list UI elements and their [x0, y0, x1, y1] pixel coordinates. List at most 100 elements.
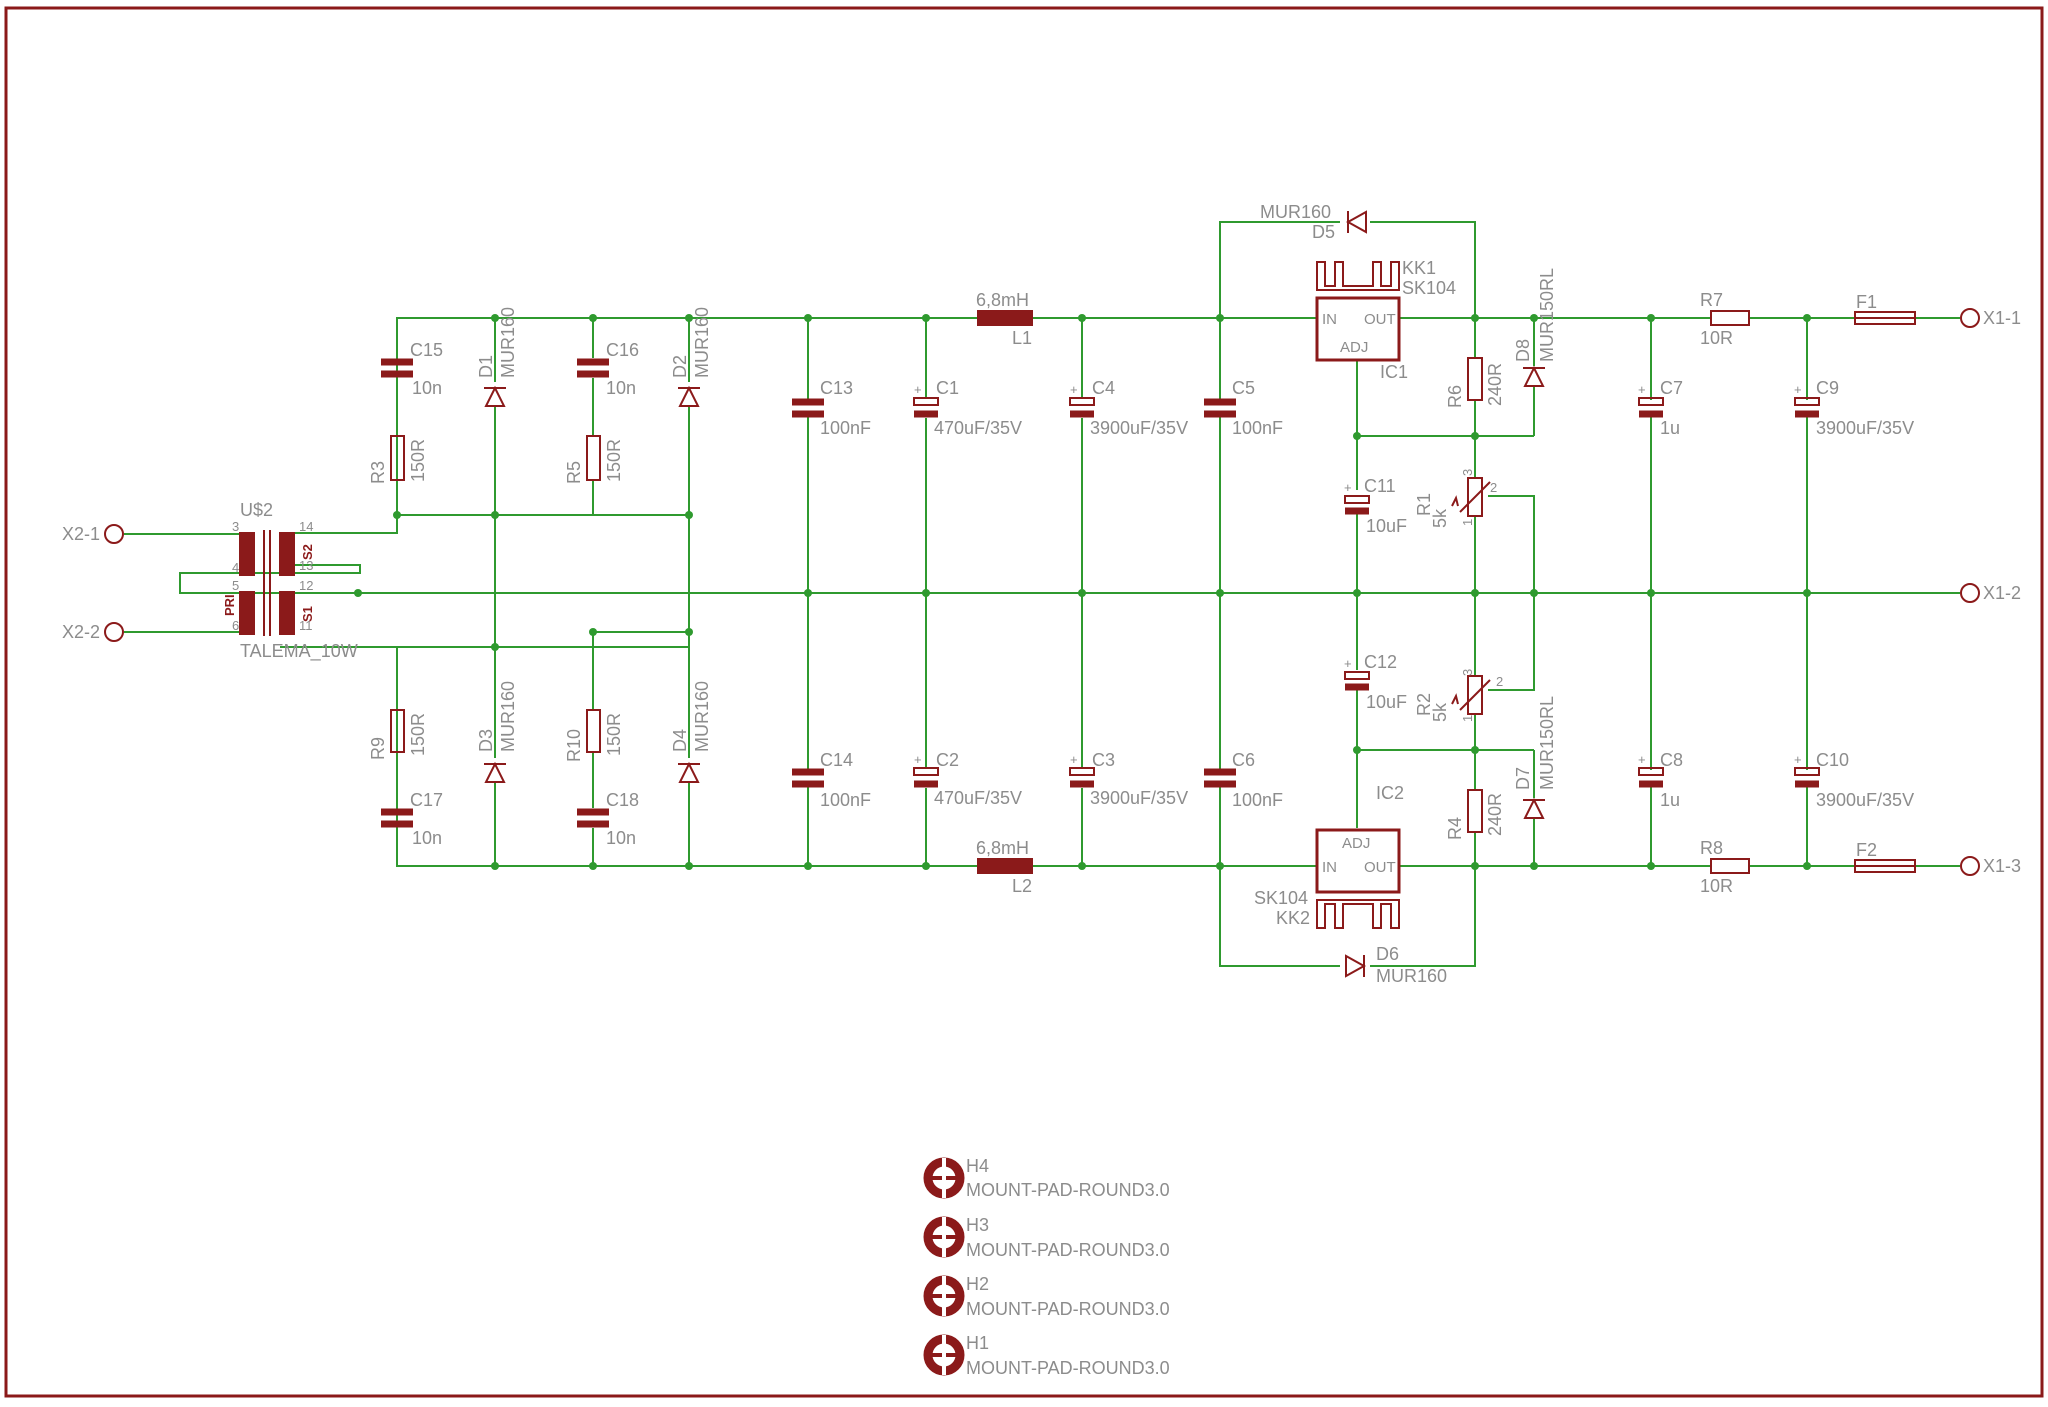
- regulator-ic1[interactable]: IN OUT ADJ IC1: [1315, 261, 1408, 382]
- inductor-l1[interactable]: 6,8mH L1: [976, 290, 1033, 348]
- component-value: 10R: [1700, 876, 1733, 896]
- resistor-r6[interactable]: R6 240R: [1445, 357, 1505, 408]
- component-ref: C17: [410, 790, 443, 810]
- component-ref: C1: [936, 378, 959, 398]
- fuse-f1[interactable]: F1: [1854, 292, 1916, 325]
- fuse-f2[interactable]: F2: [1854, 840, 1916, 873]
- pin-label: 1: [1460, 715, 1475, 722]
- connector-label: X1-1: [1983, 308, 2021, 328]
- component-value: 100nF: [820, 418, 871, 438]
- pin-label: IN: [1322, 311, 1337, 328]
- winding-label: S2: [300, 544, 315, 560]
- pin-label: 2: [1490, 480, 1497, 495]
- potentiometer-r2[interactable]: R2 5k 2 3 1: [1414, 669, 1503, 722]
- transformer-value: TALEMA_10W: [240, 641, 358, 662]
- capacitor-c17[interactable]: C17 10n: [381, 790, 443, 848]
- component-value: 470uF/35V: [934, 418, 1022, 438]
- capacitor-c12[interactable]: + C12 10uF: [1344, 652, 1407, 712]
- pin-label: 5: [232, 578, 239, 593]
- mount-pad-h3[interactable]: H3 MOUNT-PAD-ROUND3.0: [923, 1215, 1170, 1260]
- component-ref: R9: [368, 737, 388, 760]
- resistor-r10[interactable]: R10 150R: [564, 709, 624, 762]
- component-ref: R10: [564, 729, 584, 762]
- capacitor-c7[interactable]: + C7 1u: [1638, 378, 1683, 438]
- mount-pad-h4[interactable]: H4 MOUNT-PAD-ROUND3.0: [923, 1156, 1170, 1200]
- capacitor-c18[interactable]: C18 10n: [577, 790, 639, 848]
- capacitor-c4[interactable]: + C4 3900uF/35V: [1069, 378, 1188, 438]
- mount-pad-h1[interactable]: H1 MOUNT-PAD-ROUND3.0: [923, 1333, 1170, 1378]
- connector-x1-2[interactable]: X1-2: [1960, 583, 2021, 603]
- diode-d3[interactable]: D3 MUR160: [476, 681, 518, 783]
- mount-pad-h2[interactable]: H2 MOUNT-PAD-ROUND3.0: [923, 1274, 1170, 1319]
- capacitor-c6[interactable]: C6 100nF: [1204, 750, 1283, 810]
- capacitor-c13[interactable]: C13 100nF: [792, 378, 871, 438]
- capacitor-c15[interactable]: C15 10n: [381, 340, 443, 398]
- capacitor-c3[interactable]: + C3 3900uF/35V: [1069, 750, 1188, 808]
- component-ref: H1: [966, 1333, 989, 1353]
- diode-d2[interactable]: D2 MUR160: [670, 307, 712, 407]
- component-value: MUR150RL: [1537, 696, 1557, 790]
- transformer-u2[interactable]: U$2 TALEMA_10W 3 4 5 6 14 13 12 11 PRI S…: [222, 500, 358, 662]
- component-value: 10n: [606, 828, 636, 848]
- component-value: 150R: [408, 439, 428, 482]
- resistor-r4[interactable]: R4 240R: [1445, 789, 1505, 840]
- component-ref: H4: [966, 1156, 989, 1176]
- connector-x2-1[interactable]: X2-1: [62, 524, 124, 544]
- component-ref: D3: [476, 729, 496, 752]
- resistor-r9[interactable]: R9 150R: [368, 709, 428, 760]
- component-value: 3900uF/35V: [1816, 790, 1914, 810]
- diode-d1[interactable]: D1 MUR160: [476, 307, 518, 407]
- heatsink-kk1: KK1 SK104: [1402, 258, 1456, 298]
- pin-label: ADJ: [1340, 339, 1368, 356]
- diode-d6[interactable]: D6 MUR160: [1345, 944, 1447, 986]
- connector-x1-1[interactable]: X1-1: [1960, 308, 2021, 328]
- connector-x1-3[interactable]: X1-3: [1960, 856, 2021, 876]
- component-ref: D5: [1312, 222, 1335, 242]
- component-value: 5k: [1430, 702, 1450, 722]
- component-value: 240R: [1485, 363, 1505, 406]
- potentiometer-r1[interactable]: R1 5k 2 3 1: [1414, 469, 1497, 528]
- pin-label: 3: [1460, 669, 1475, 676]
- diode-d5[interactable]: MUR160 D5: [1260, 202, 1367, 242]
- component-value: MOUNT-PAD-ROUND3.0: [966, 1240, 1170, 1260]
- capacitor-c16[interactable]: C16 10n: [577, 340, 639, 398]
- component-ref: C2: [936, 750, 959, 770]
- diode-d8[interactable]: D8 MUR150RL: [1513, 268, 1557, 387]
- svg-text:+: +: [914, 752, 922, 767]
- component-ref: C14: [820, 750, 853, 770]
- capacitor-c9[interactable]: + C9 3900uF/35V: [1794, 378, 1914, 438]
- junctions: [354, 314, 1811, 870]
- component-ref: C15: [410, 340, 443, 360]
- component-value: MOUNT-PAD-ROUND3.0: [966, 1299, 1170, 1319]
- capacitor-c11[interactable]: + C11 10uF: [1344, 476, 1407, 536]
- component-value: MUR160: [1260, 202, 1331, 222]
- component-value: MOUNT-PAD-ROUND3.0: [966, 1180, 1170, 1200]
- component-ref: C4: [1092, 378, 1115, 398]
- resistor-r3[interactable]: R3 150R: [368, 435, 428, 484]
- capacitor-c10[interactable]: + C10 3900uF/35V: [1794, 750, 1914, 810]
- resistor-r5[interactable]: R5 150R: [564, 435, 624, 484]
- inductor-l2[interactable]: 6,8mH L2: [976, 838, 1033, 896]
- component-value: MUR160: [498, 307, 518, 378]
- resistor-r7[interactable]: R7 10R: [1700, 290, 1750, 348]
- component-value: MUR160: [498, 681, 518, 752]
- component-value: 100nF: [1232, 418, 1283, 438]
- capacitor-c8[interactable]: + C8 1u: [1638, 750, 1683, 810]
- resistor-r8[interactable]: R8 10R: [1700, 838, 1750, 896]
- component-value: 10n: [606, 378, 636, 398]
- diode-d4[interactable]: D4 MUR160: [670, 681, 712, 783]
- regulator-ic2[interactable]: ADJ IN OUT IC2: [1315, 783, 1404, 929]
- capacitor-c5[interactable]: C5 100nF: [1204, 378, 1283, 438]
- component-value: 150R: [604, 439, 624, 482]
- connector-label: X2-1: [62, 524, 100, 544]
- pin-label: 14: [299, 519, 313, 534]
- connector-x2-2[interactable]: X2-2: [62, 622, 124, 642]
- component-value: MUR160: [1376, 966, 1447, 986]
- capacitor-c14[interactable]: C14 100nF: [792, 750, 871, 810]
- component-ref: R8: [1700, 838, 1723, 858]
- component-value: 6,8mH: [976, 838, 1029, 858]
- diode-d7[interactable]: D7 MUR150RL: [1513, 696, 1557, 819]
- component-ref: L1: [1012, 328, 1032, 348]
- capacitor-c1[interactable]: + C1 470uF/35V: [913, 378, 1022, 438]
- capacitor-c2[interactable]: + C2 470uF/35V: [913, 750, 1022, 808]
